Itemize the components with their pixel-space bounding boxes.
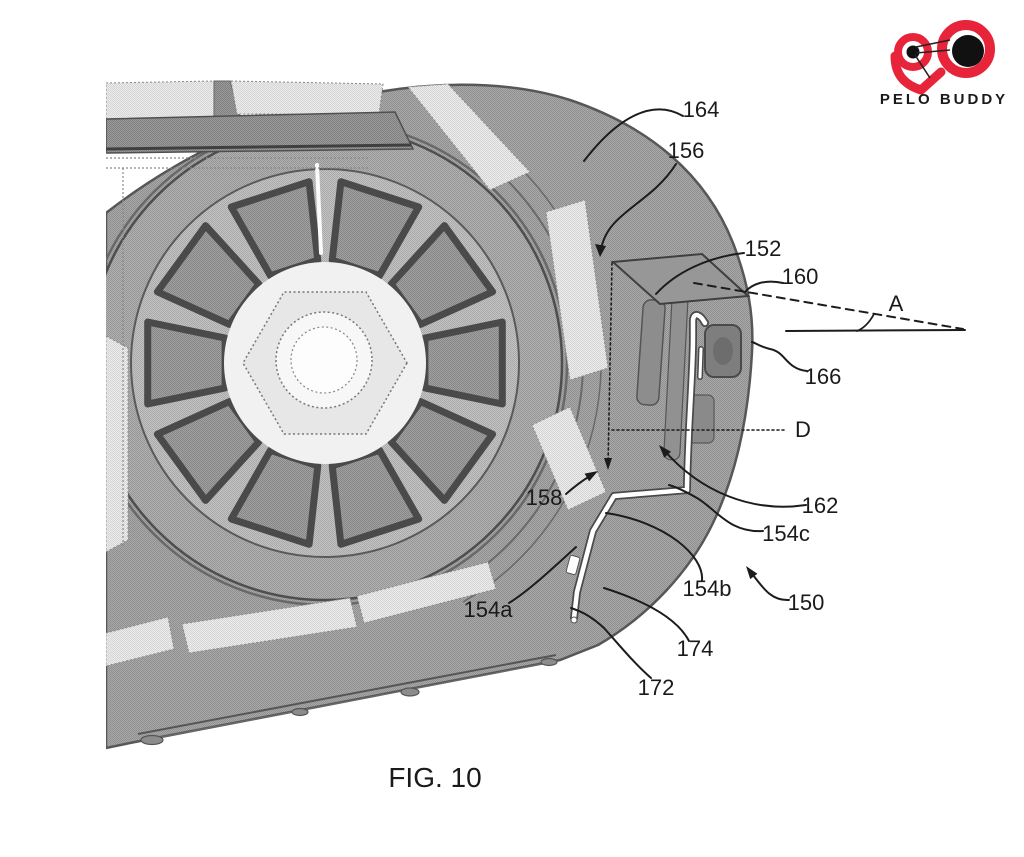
ref-label-166: 166 [805, 364, 842, 389]
leader-156 [600, 163, 677, 251]
spoke-highlight [315, 163, 323, 255]
annotations [508, 108, 966, 679]
pelo-buddy-logo: PELO BUDDY [880, 20, 1008, 108]
deck-bar-dark [106, 111, 415, 154]
base-edge-line [137, 654, 557, 735]
leader-162 [662, 448, 807, 508]
reference-labels: 164 156 152 160 A 166 D 162 154c 158 154… [464, 97, 904, 700]
logo-wordmark: PELO BUDDY [880, 91, 1008, 108]
leader-154b [605, 512, 704, 581]
cable-sleeve [565, 554, 581, 576]
leader-150 [749, 570, 790, 602]
ref-label-162: 162 [802, 493, 839, 518]
figure-caption: FIG. 10 [388, 762, 481, 793]
dimension-d-lines [607, 262, 787, 467]
ref-label-158: 158 [526, 485, 563, 510]
ref-label-154b: 154b [683, 576, 732, 601]
ref-label-152: 152 [745, 236, 782, 261]
arrowhead-162 [659, 445, 671, 458]
heart-bicycle-wheels-icon [890, 20, 995, 95]
leader-152 [655, 252, 745, 295]
base-edge-line-2 [140, 662, 549, 742]
power-cable [565, 311, 709, 624]
leader-154c [668, 484, 764, 533]
ref-label-160: 160 [782, 264, 819, 289]
base-feet [140, 657, 558, 746]
arrowhead-150 [746, 566, 758, 580]
housing-strips [106, 83, 609, 667]
arrowhead-dim-d [604, 458, 612, 470]
leader-172 [570, 607, 652, 679]
leader-160 [744, 280, 784, 293]
strip-base-right [356, 561, 497, 624]
ref-label-174: 174 [677, 636, 714, 661]
access-panel [610, 252, 751, 306]
ref-label-154a: 154a [464, 597, 514, 622]
ref-label-A: A [889, 291, 904, 316]
angle-arc [856, 313, 875, 332]
ref-label-172: 172 [638, 675, 675, 700]
strip-left-vertical [106, 335, 129, 553]
flywheel-housing-assembly [106, 80, 754, 750]
strip-lower-right [531, 406, 607, 511]
ref-label-150: 150 [788, 590, 825, 615]
sightline-dashed [693, 282, 964, 330]
strip-base-left [106, 616, 175, 667]
arrowhead-158 [584, 471, 598, 482]
arrowhead-156 [595, 244, 606, 257]
deck-bar-light-1 [106, 80, 215, 120]
frame-deck [106, 80, 415, 548]
deck-bar-light-2 [230, 80, 384, 115]
ref-label-D: D [795, 417, 811, 442]
strip-right-long [545, 199, 609, 381]
flywheel [106, 124, 564, 602]
horizontal-reference-line [785, 329, 966, 332]
leader-164 [583, 108, 684, 162]
strip-base-mid [181, 597, 358, 654]
strip-top-diagonal [407, 83, 531, 191]
ref-label-156: 156 [668, 138, 705, 163]
leader-166 [751, 341, 808, 372]
leader-174 [603, 587, 690, 642]
leader-154a [508, 546, 577, 604]
ref-label-164: 164 [683, 97, 720, 122]
arrowheads [584, 244, 758, 580]
hub-bore-inner [290, 326, 358, 394]
ref-label-154c: 154c [762, 521, 810, 546]
